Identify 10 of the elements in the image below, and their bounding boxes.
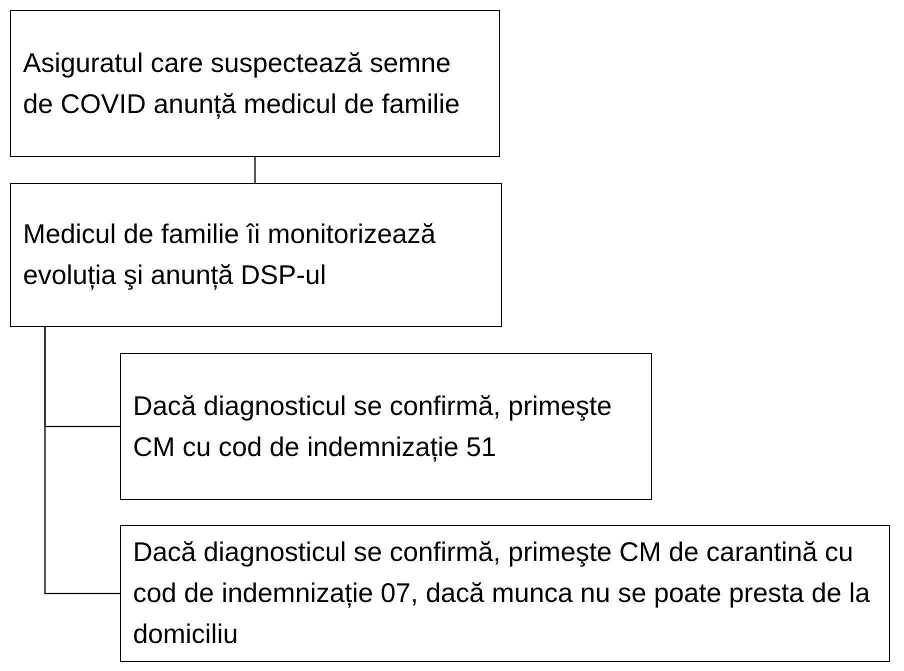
process-box bbox=[120, 525, 890, 662]
process-box bbox=[120, 353, 652, 500]
box-text: Dacă diagnosticul se confirmă, primeşte CM de carantină cu cod de indemnizație 07, dacă munca nu se poate presta de la domiciliu bbox=[133, 536, 871, 651]
box-text: Medicul de familie îi monitorizează evoluția şi anunță DSP-ul bbox=[23, 218, 437, 292]
box-text: Dacă diagnosticul se confirmă, primeşte CM cu cod de indemnizație 51 bbox=[133, 390, 613, 464]
connector-line bbox=[254, 157, 256, 183]
process-box bbox=[10, 183, 502, 327]
connector-line bbox=[44, 327, 120, 594]
process-box bbox=[10, 10, 500, 157]
box-text: Asiguratul care suspectează semne de COVID anunță medicul de familie bbox=[23, 46, 461, 121]
